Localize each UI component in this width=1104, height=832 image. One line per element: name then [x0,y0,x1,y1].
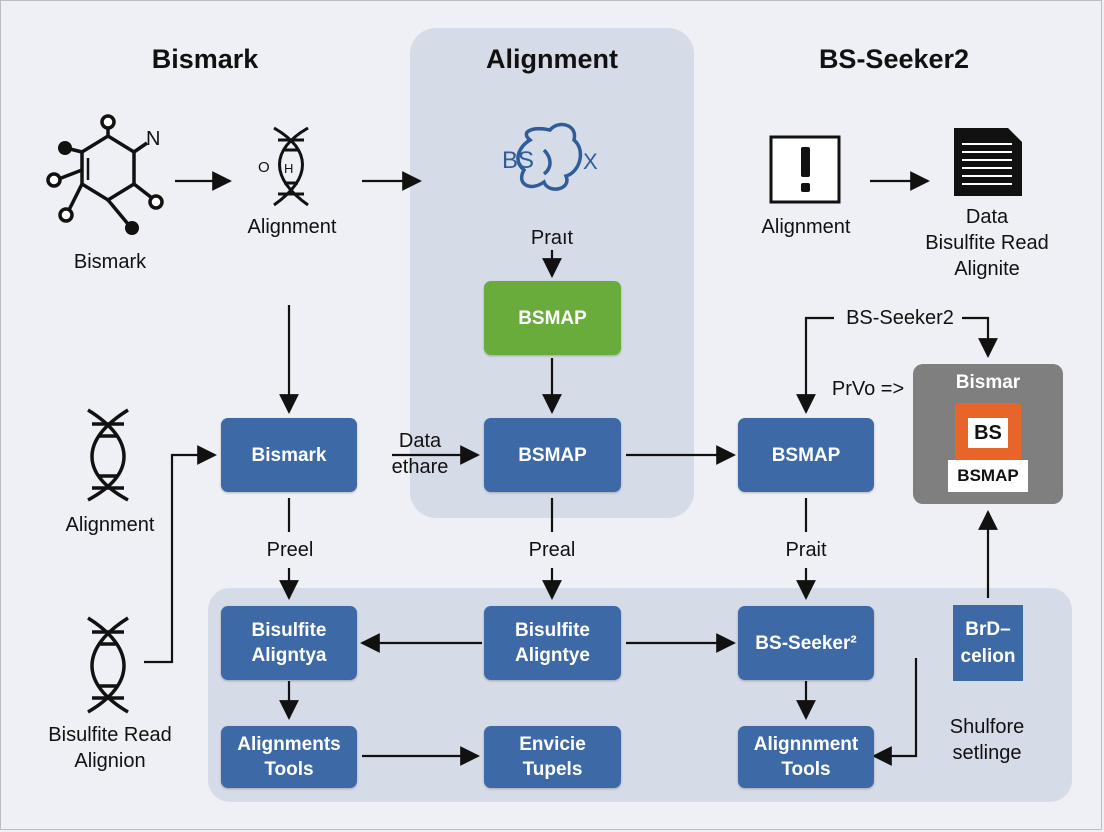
bsmap-center-box[interactable]: BSMAP [484,418,621,492]
molecule-icon [46,114,164,226]
molecule-n-label: N [146,128,161,150]
exclamation-icon [769,135,841,204]
label-bs-seeker2-mid: BS-Seeker2 [846,307,954,329]
label-prvo: PrVo => [831,378,905,400]
label-dna-top: Alignment [247,216,337,238]
dna-inner-label: H [284,161,295,176]
header-bismark: Bismark [151,44,259,74]
label-prait-right: Prait [785,539,827,561]
dna-inner-o: O [258,159,270,176]
molecule-atom-dot [58,141,72,155]
label-data-ethare: Data ethare [391,430,449,478]
label-dna-mid: Alignment [65,514,155,536]
envicie-tupels-box[interactable]: Envicie Tupels [484,726,621,788]
alignments-tools-box[interactable]: Alignments Tools [221,726,357,788]
bismar-card-title: Bismar [955,372,1021,393]
dna-icon [273,126,309,207]
bismar-card-bsmap-label: BSMAP [948,460,1028,492]
arrow [872,658,918,766]
label-data-right: Data Bisulfite Read Alignite [925,206,1049,280]
label-preal: Preal [528,539,576,561]
brd-celion-box[interactable]: BrD– celion [953,605,1023,681]
header-bs-seeker2: BS-Seeker2 [818,44,970,74]
bs-document-label: BS [968,418,1008,448]
bs-seeker-box[interactable]: BS-Seeker² [738,606,874,680]
bisulfite-left-box[interactable]: Bisulfite Aligntya [221,606,357,680]
bs-logo-right-text: X [583,149,598,174]
label-shulfore: Shulfore setlinge [949,716,1025,764]
dna-icon [87,616,129,714]
alignment-tools-box[interactable]: Alignnment Tools [738,726,874,788]
bs-logo-icon [516,122,583,191]
molecule-atom-dot [125,221,139,235]
dna-icon [87,408,129,502]
arrow [144,445,217,664]
bsmap-green-box[interactable]: BSMAP [484,281,621,355]
document-icon [954,128,1022,196]
arrow [796,316,834,414]
bismark-box[interactable]: Bismark [221,418,357,492]
label-alignment-right: Alignment [761,216,851,238]
label-prait-top: Praıt [530,227,574,249]
bisulfite-center-box[interactable]: Bisulfite Aligntye [484,606,621,680]
label-bismark-molecule: Bismark [73,251,147,273]
label-dna-bottom: Bisulfite Read Alignion [48,724,172,772]
bs-logo-left-text: BS [502,147,535,174]
header-alignment: Alignment [486,44,618,74]
arrow [962,316,998,358]
bsmap-right-box[interactable]: BSMAP [738,418,874,492]
label-preel: Preel [266,539,314,561]
